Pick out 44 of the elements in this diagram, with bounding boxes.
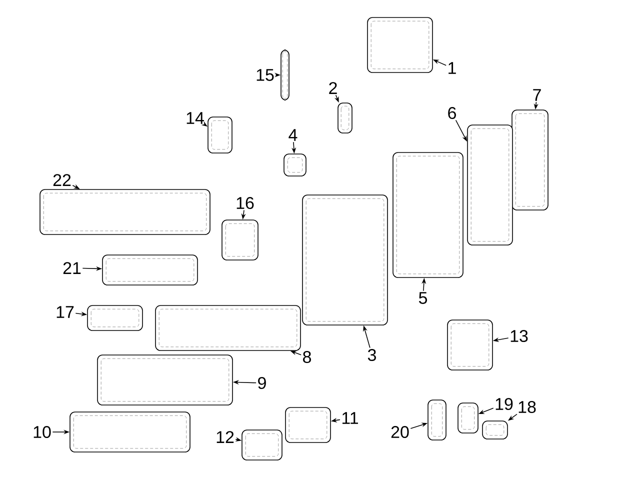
callout-number: 9 bbox=[258, 376, 266, 390]
part-drawing bbox=[155, 305, 301, 351]
part-drawing bbox=[102, 254, 198, 286]
part-drawing bbox=[367, 17, 433, 73]
callout-number: 20 bbox=[391, 426, 409, 438]
part-drawing bbox=[70, 412, 190, 452]
callout-number: 2 bbox=[329, 82, 337, 94]
callout-number: 6 bbox=[448, 106, 456, 120]
part-drawing bbox=[458, 402, 478, 434]
callout-number: 21 bbox=[63, 262, 81, 274]
part-drawing bbox=[512, 110, 548, 210]
callout-number: 17 bbox=[56, 306, 74, 318]
callout-number: 11 bbox=[342, 412, 358, 424]
part-drawing bbox=[428, 400, 446, 440]
part-drawing bbox=[242, 430, 282, 460]
callout-number: 13 bbox=[510, 330, 528, 342]
part-drawing bbox=[208, 116, 232, 154]
part-drawing bbox=[467, 124, 513, 246]
callout-number: 12 bbox=[216, 431, 234, 443]
callout-number: 10 bbox=[34, 426, 51, 438]
callout-number: 3 bbox=[368, 348, 376, 362]
part-drawing bbox=[338, 102, 352, 134]
callout-number: 19 bbox=[496, 398, 513, 410]
part-drawing bbox=[87, 305, 143, 331]
callout-number: 5 bbox=[418, 292, 427, 304]
part-drawing bbox=[97, 354, 233, 406]
callout-number: 14 bbox=[186, 112, 204, 124]
callout-number: 7 bbox=[533, 89, 541, 101]
part-drawing bbox=[482, 420, 508, 440]
part-drawing bbox=[222, 220, 258, 260]
callout-number: 15 bbox=[256, 69, 274, 81]
callout-number: 1 bbox=[448, 62, 456, 74]
callout-number: 18 bbox=[518, 400, 536, 414]
part-drawing bbox=[280, 50, 290, 100]
part-drawing bbox=[392, 152, 464, 278]
part-drawing bbox=[285, 407, 331, 443]
callout-number: 22 bbox=[53, 174, 71, 186]
part-drawing bbox=[302, 194, 388, 326]
callout-number: 4 bbox=[288, 129, 298, 141]
part-drawing bbox=[40, 189, 210, 235]
part-drawing bbox=[284, 154, 306, 176]
callout-number: 16 bbox=[236, 196, 254, 210]
part-drawing bbox=[447, 320, 493, 370]
callout-number: 8 bbox=[303, 350, 311, 364]
